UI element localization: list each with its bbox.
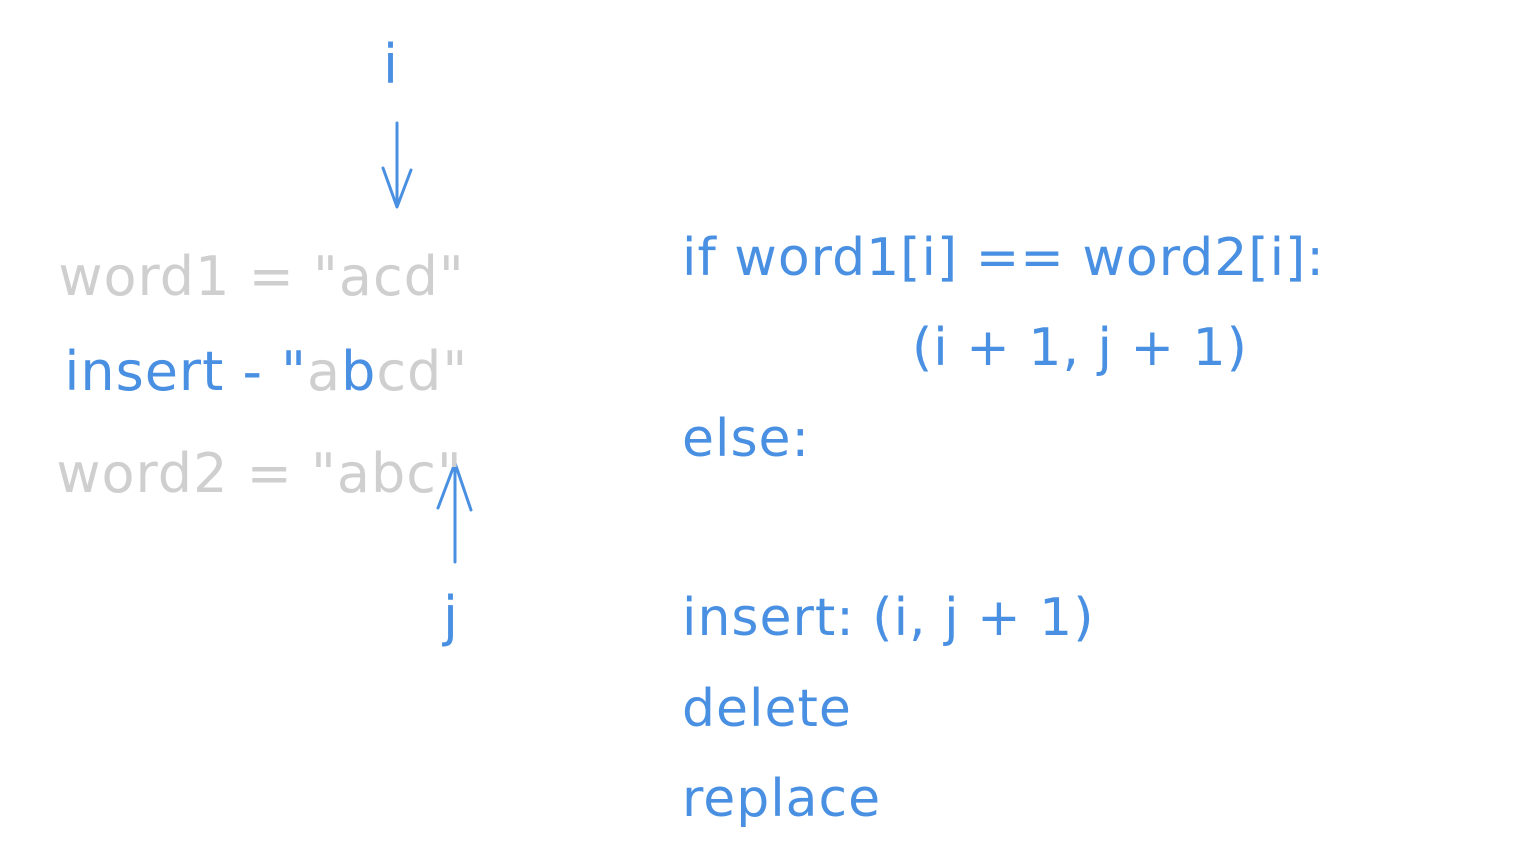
insert-suffix: "	[442, 340, 469, 403]
word1-suffix: "	[438, 245, 465, 308]
word2-prefix: word2 = "	[56, 442, 337, 505]
else-line: else:	[682, 409, 811, 469]
replace-operation-line: replace	[682, 769, 882, 829]
word1-value: acd	[338, 245, 439, 308]
if-result-line: (i + 1, j + 1)	[912, 318, 1248, 378]
arrow-i-down	[381, 121, 413, 209]
word2-line: word2 = "abc"	[20, 393, 463, 501]
arrow-j-up	[436, 461, 473, 564]
insert-char-b: b	[341, 340, 377, 403]
word1-line: word1 = "acd"	[22, 196, 465, 304]
word1-prefix: word1 = "	[58, 245, 339, 308]
pointer-j-label: j	[443, 585, 460, 648]
insert-rest: cd	[376, 340, 443, 403]
word2-suffix: "	[436, 442, 463, 505]
if-condition-line: if word1[i] == word2[i]:	[682, 228, 1325, 288]
insert-char-a: a	[306, 340, 342, 403]
delete-operation-line: delete	[682, 679, 852, 739]
insert-label: insert - "	[64, 340, 307, 403]
insert-example-line: insert - "abcd"	[28, 291, 468, 399]
pointer-i-label: i	[383, 33, 400, 96]
word2-value: abc	[336, 442, 437, 505]
insert-operation-line: insert: (i, j + 1)	[682, 588, 1095, 648]
